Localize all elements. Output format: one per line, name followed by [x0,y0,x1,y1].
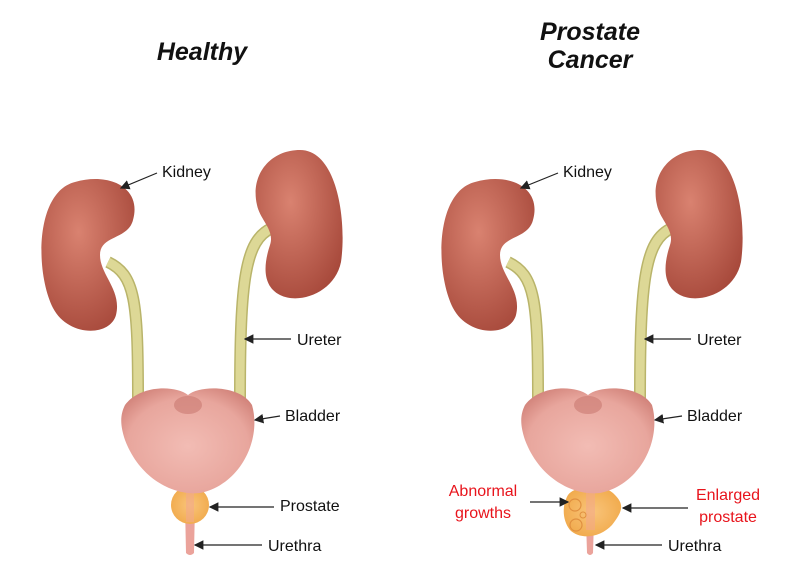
enlarged-prostate-label-line1: Enlarged [696,487,760,504]
left-kidney [441,179,535,331]
bladder-label: Bladder [687,408,743,425]
kidney-label: Kidney [162,164,211,181]
urethra-label: Urethra [268,538,321,555]
prostate-label: Prostate [280,498,340,515]
bladder [121,388,255,494]
healthy-title: Healthy [157,38,248,66]
left-kidney [41,179,135,331]
abnormal-growths-label-line2: growths [455,505,511,522]
cancer-title-line1: Prostate [540,18,640,46]
kidney-label: Kidney [563,164,612,181]
healthy-panel: Healthy Kidney Ureter Bladder Prostate U… [41,38,343,555]
bladder-label: Bladder [285,408,341,425]
ureter-label: Ureter [697,332,742,349]
abnormal-growths-label-line1: Abnormal [449,483,517,500]
right-kidney [255,150,343,299]
cancer-title-line2: Cancer [548,46,634,74]
cancer-panel: Prostate Cancer Kidney Ureter Bladder Ab… [441,18,760,555]
urethra-label: Urethra [668,538,721,555]
right-kidney [655,150,743,299]
ureter-label: Ureter [297,332,342,349]
bladder [521,388,655,494]
enlarged-prostate-label-line2: prostate [699,509,757,526]
abnormal-growth [569,518,583,532]
